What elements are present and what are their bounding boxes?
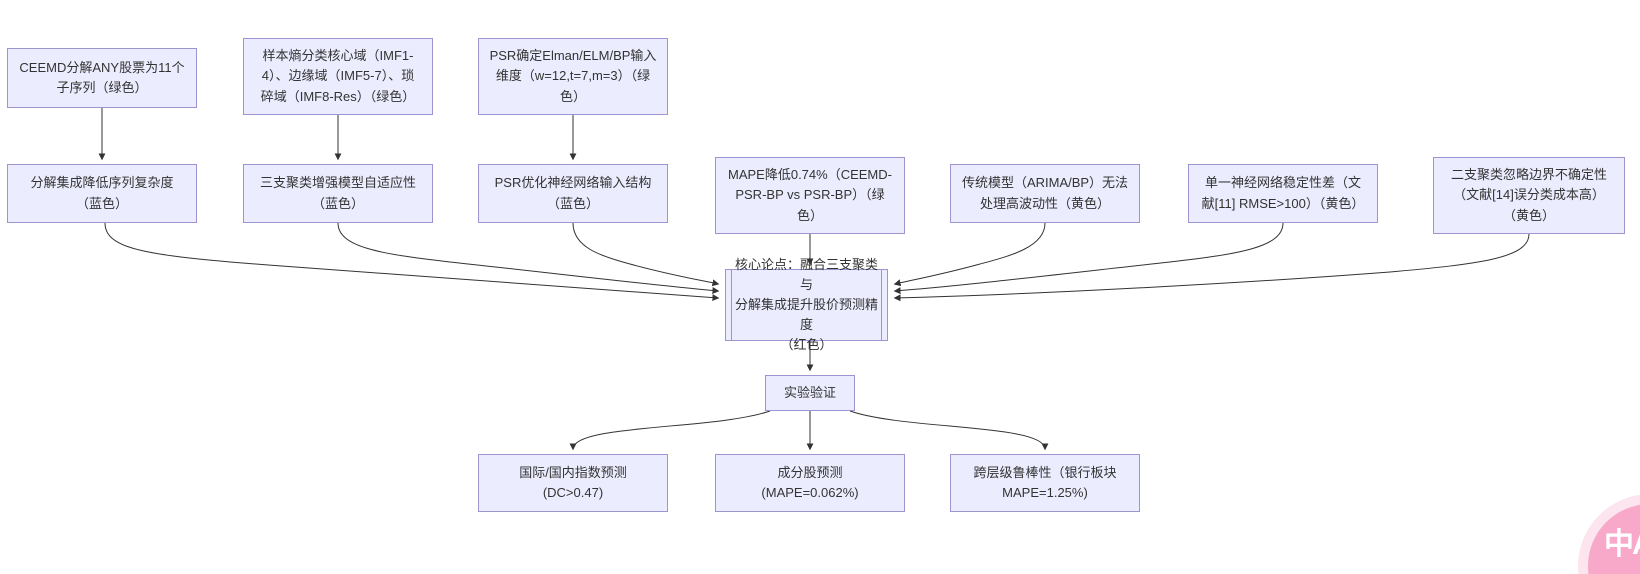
- node-two-way-clustering-limits: 二支聚类忽略边界不确定性 （文献[14]误分类成本高） （黄色）: [1433, 157, 1625, 234]
- edge-d-k: [104, 222, 720, 302]
- node-psr-optimizes-input: PSR优化神经网络输入结构 （蓝色）: [478, 164, 668, 223]
- edge-j-k: [893, 233, 1530, 302]
- node-cross-level-robustness: 跨层级鲁棒性（银行板块 MAPE=1.25%): [950, 454, 1140, 512]
- translate-badge-label: 中A: [1604, 528, 1640, 561]
- node-core-thesis: 核心论点：融合三支聚类与 分解集成提升股价预测精度 （红色）: [725, 257, 888, 352]
- edge-l-o: [849, 410, 1049, 451]
- node-three-way-clustering-adaptivity: 三支聚类增强模型自适应性 （蓝色）: [243, 164, 433, 223]
- edge-l-m: [569, 410, 771, 451]
- node-psr-input-dimension: PSR确定Elman/ELM/BP输入 维度（w=12,t=7,m=3）（绿 色…: [478, 38, 668, 115]
- node-ceemd-decomposition: CEEMD分解ANY股票为11个 子序列（绿色）: [7, 48, 197, 108]
- edge-i-k: [893, 222, 1284, 295]
- edge-f-k: [572, 222, 720, 287]
- edge-h-k: [893, 222, 1046, 287]
- node-traditional-model-limits: 传统模型（ARIMA/BP）无法 处理高波动性（黄色）: [950, 164, 1140, 223]
- node-sample-entropy-domains: 样本熵分类核心域（IMF1- 4）、边缘域（IMF5-7）、琐 碎域（IMF8-…: [243, 38, 433, 115]
- translate-badge-icon[interactable]: 中A: [1588, 504, 1640, 574]
- node-index-prediction: 国际/国内指数预测 (DC>0.47): [478, 454, 668, 512]
- node-experimental-validation: 实验验证: [765, 375, 855, 411]
- node-single-network-instability: 单一神经网络稳定性差（文 献[11] RMSE>100）（黄色）: [1188, 164, 1378, 223]
- node-mape-reduction: MAPE降低0.74%（CEEMD- PSR-BP vs PSR-BP）（绿 色…: [715, 157, 905, 234]
- node-constituent-stock-prediction: 成分股预测 (MAPE=0.062%): [715, 454, 905, 512]
- node-decomposition-reduces-complexity: 分解集成降低序列复杂度 （蓝色）: [7, 164, 197, 223]
- edge-e-k: [337, 222, 720, 295]
